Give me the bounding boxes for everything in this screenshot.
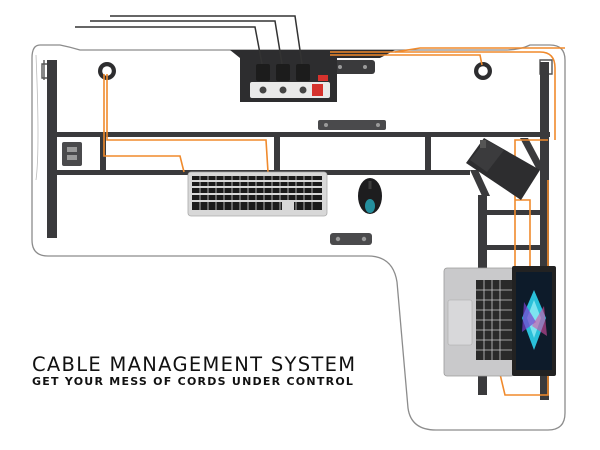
grommet-icon <box>474 62 492 80</box>
mount-plate <box>330 233 372 245</box>
switch-box <box>62 142 82 166</box>
hard-drive-icon <box>466 138 540 200</box>
mouse-icon <box>358 178 382 214</box>
power-cords <box>75 15 303 65</box>
caption-title: CABLE MANAGEMENT SYSTEM <box>32 353 357 376</box>
grommet-icon <box>98 62 116 80</box>
power-strip-icon <box>240 56 337 102</box>
keyboard-icon <box>187 171 328 217</box>
desktop-outline <box>31 44 566 431</box>
caption-subtitle: GET YOUR MESS OF CORDS UNDER CONTROL <box>32 375 355 388</box>
laptop-icon <box>443 267 515 377</box>
laptop-icon <box>512 266 556 376</box>
rail-bracket <box>318 120 386 130</box>
